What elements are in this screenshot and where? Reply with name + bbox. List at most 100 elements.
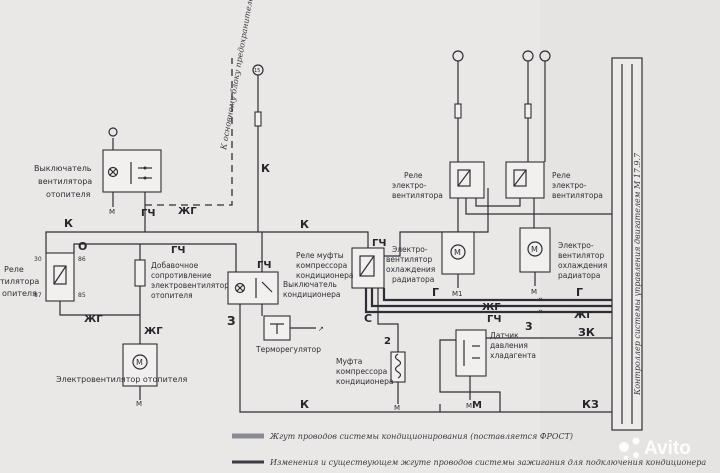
added-resistor-icon xyxy=(134,259,146,287)
svg-text:»: » xyxy=(538,307,544,317)
clutch-title-3: кондиционера xyxy=(336,377,394,386)
svg-text:M: M xyxy=(531,288,537,296)
fan-right-title-3: охлаждения xyxy=(558,261,607,270)
wire-label-zhg-mid: ЖГ xyxy=(482,302,501,313)
svg-text:30: 30 xyxy=(34,256,42,263)
cooling-fan-left: M xyxy=(441,231,475,275)
relay-right-title-2: электро- xyxy=(552,181,587,190)
wire-label-zhg-dashed: ЖГ xyxy=(178,206,197,217)
fan-right-title-4: радиатора xyxy=(558,271,600,280)
wire-label-s: С xyxy=(364,312,372,325)
svg-text:↗: ↗ xyxy=(318,325,324,333)
sensor-title-1: Датчик xyxy=(490,331,519,340)
heater-switch-title-3: отопителя xyxy=(46,190,91,199)
fuse-icon xyxy=(254,111,262,127)
relay-right-title-1: Реле xyxy=(552,171,571,180)
resistor-title-3: электровентилятора xyxy=(151,281,234,290)
wire-label-k-top: К xyxy=(64,217,73,230)
wire-label-m: М xyxy=(472,400,482,411)
wire-label-zk: ЗК xyxy=(578,326,595,339)
relay-left-title-3: вентилятора xyxy=(392,191,443,200)
svg-text:M1: M1 xyxy=(452,290,463,298)
wire-label-k-vert: К xyxy=(261,162,270,175)
legend-text-2: Изменения и существующем жгуте проводов … xyxy=(269,458,706,467)
heater-fan-switch xyxy=(102,149,162,193)
clutch-title-2: компрессора xyxy=(336,367,387,376)
svg-text:M: M xyxy=(136,400,142,408)
fan-right-title-2: вентилятор xyxy=(558,251,604,260)
svg-text:2: 2 xyxy=(384,336,391,347)
svg-text:85: 85 xyxy=(78,292,86,299)
cooling-fan-relay-right xyxy=(505,161,545,199)
heater-motor-title: Электровентилятор отопителя xyxy=(56,375,187,384)
ecu-title: Контроллер системы управления двигателем… xyxy=(633,152,642,396)
svg-text:86: 86 xyxy=(78,256,86,263)
heater-switch-title-2: вентилятора xyxy=(38,177,92,186)
wire-label-k-bottom: К xyxy=(300,398,309,411)
wire-label-zhg-motor: ЖГ xyxy=(144,326,163,337)
sensor-title-3: хладагента xyxy=(490,351,536,360)
svg-text:»: » xyxy=(538,295,544,305)
svg-text:M: M xyxy=(394,404,400,412)
svg-text:15: 15 xyxy=(254,68,260,74)
clutch-relay-title-1: Реле муфты xyxy=(296,251,344,260)
resistor-title-2: сопротивление xyxy=(151,271,212,280)
fan-right-title-1: Электро- xyxy=(558,241,594,250)
ac-switch-title-1: Выключатель xyxy=(283,280,337,289)
svg-text:M: M xyxy=(454,248,461,257)
clutch-relay-title-3: кондиционера xyxy=(296,271,354,280)
ac-switch-title-2: кондиционера xyxy=(283,290,341,299)
fan-left-title-2: вентилятор xyxy=(386,255,432,264)
resistor-title-1: Добавочное xyxy=(151,261,199,270)
wire-label-g-mid: Г xyxy=(432,286,439,299)
wire-label-zhg-low: ЖГ xyxy=(84,314,103,325)
sensor-title-2: давления xyxy=(490,341,528,350)
thermoregulator xyxy=(263,315,291,341)
svg-text:87: 87 xyxy=(34,292,42,299)
ground-label-m1: М xyxy=(109,208,115,216)
cooling-fan-right: M xyxy=(519,227,551,273)
fuse-terminal-icon xyxy=(108,127,118,137)
wire-label-z: З xyxy=(227,314,236,328)
wire-label-g-right: Г xyxy=(576,286,583,299)
heater-relay-title-1: Реле xyxy=(4,265,24,274)
relay-left-title-2: электро- xyxy=(392,181,427,190)
wire-label-o: О xyxy=(78,240,87,253)
ac-switch xyxy=(227,271,279,305)
fan-left-title-3: охлаждения xyxy=(386,265,435,274)
fan-left-title-1: Электро- xyxy=(392,245,428,254)
heater-fan-relay xyxy=(45,252,75,302)
wire-label-gch-low: ГЧ xyxy=(487,314,501,325)
svg-text:3: 3 xyxy=(525,320,533,333)
fan-left-title-4: радиатора xyxy=(392,275,434,284)
wire-label-gch-mid: ГЧ xyxy=(171,245,185,256)
ecu-controller-bar xyxy=(611,57,643,431)
wire-label-kz: КЗ xyxy=(582,398,599,411)
heater-relay-title-2: тилятора xyxy=(0,277,39,286)
clutch-title-1: Муфта xyxy=(336,357,362,366)
thermoregulator-title: Терморегулятор xyxy=(255,345,321,354)
compressor-clutch-relay xyxy=(351,247,385,289)
coolant-pressure-sensor xyxy=(455,329,487,377)
avito-logo-text: Avito xyxy=(644,438,691,459)
heater-fan-motor: M xyxy=(122,343,158,387)
heater-relay-title-3: опителя xyxy=(2,289,37,298)
compressor-clutch xyxy=(390,351,406,383)
svg-text:M: M xyxy=(136,358,143,367)
wire-label-gch-relay: ГЧ xyxy=(372,238,386,249)
wire-label-zhg-right: ЖГ xyxy=(574,310,593,321)
heater-switch-title-1: Выключатель xyxy=(34,164,92,173)
relay-left-title-1: Реле xyxy=(404,171,423,180)
cooling-fan-relay-left xyxy=(449,161,485,199)
wire-label-gch-switch: ГЧ xyxy=(141,208,155,219)
relay-right-title-3: вентилятора xyxy=(552,191,603,200)
wire-label-k-right: К xyxy=(300,218,309,231)
resistor-title-4: отопителя xyxy=(151,291,193,300)
legend-text-1: Жгут проводов системы кондиционирования … xyxy=(269,432,573,441)
svg-text:M: M xyxy=(531,245,538,254)
avito-watermark: Avito xyxy=(619,437,691,461)
wire-label-gch-ac: ГЧ xyxy=(257,260,271,271)
clutch-relay-title-2: компрессора xyxy=(296,261,347,270)
